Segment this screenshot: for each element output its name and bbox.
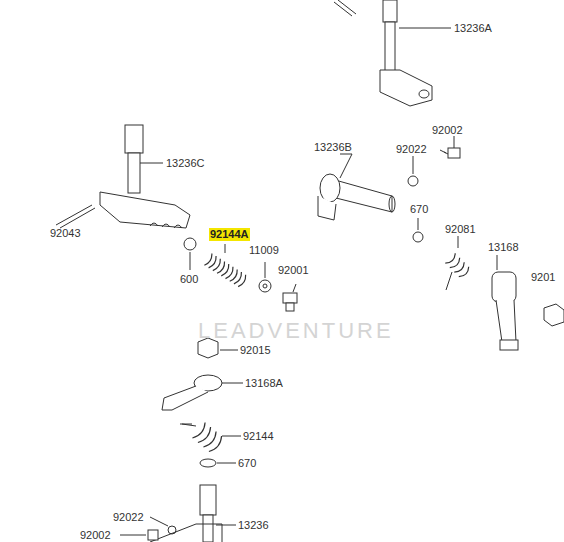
spring-92081 <box>445 253 468 290</box>
callout-number: 92043 <box>50 227 81 240</box>
shaft-13236 <box>150 485 236 542</box>
callout-number: 92144A <box>209 228 250 241</box>
callout-number: 92081 <box>445 223 476 236</box>
bolt-92001 <box>283 284 297 311</box>
callout-number: 92002 <box>432 124 463 137</box>
shaft-13236c <box>56 125 190 228</box>
callout-number: 13168A <box>245 377 283 390</box>
callout-number: 92022 <box>396 143 427 156</box>
callout-number: 13236C <box>166 157 205 170</box>
callout-number: 92015 <box>240 344 271 357</box>
shaft-13236a <box>334 0 451 106</box>
callout-number: 13236 <box>238 519 269 532</box>
callout-number: 92001 <box>278 264 309 277</box>
washer-92022 <box>408 176 418 186</box>
spring-92144 <box>182 423 222 452</box>
o-ring-670-b <box>200 459 216 467</box>
shaft-13236b <box>318 154 395 220</box>
lever-13168a <box>162 375 243 410</box>
callout-number: 11009 <box>249 244 279 257</box>
nut-9201 <box>544 304 564 326</box>
lever-13168 <box>492 255 518 350</box>
spring-92144a <box>204 253 245 286</box>
ball-600 <box>184 238 196 250</box>
callout-number: 92144 <box>243 430 274 443</box>
o-ring-670 <box>413 232 423 242</box>
callout-number: 92002 <box>80 529 111 542</box>
washer-11009 <box>259 280 271 292</box>
callout-number: 92022 <box>113 511 144 524</box>
callout-number: 13168 <box>488 241 519 254</box>
callout-number: 600 <box>180 273 198 286</box>
bolt-92002 <box>440 136 460 158</box>
callout-number: 670 <box>410 203 428 216</box>
callout-number: 13236A <box>454 22 492 35</box>
callout-number: 9201 <box>531 271 555 284</box>
watermark: LEADVENTURE <box>198 319 394 343</box>
callout-number: 13236B <box>314 141 352 154</box>
callout-number: 670 <box>238 457 256 470</box>
